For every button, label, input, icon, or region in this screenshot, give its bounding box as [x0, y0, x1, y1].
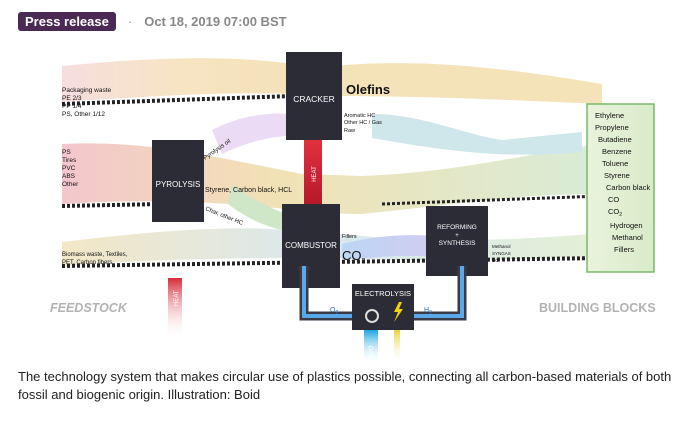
bb-toluene: Toluene: [602, 159, 628, 168]
lightning-icon: [394, 302, 403, 322]
flow-olefins-ribbon: [332, 63, 602, 104]
flow-top-ribbon: [62, 58, 292, 102]
flow-label: Raw: [344, 128, 355, 134]
bb-butadiene: Butadiene: [598, 135, 632, 144]
o2-label: O2: [330, 307, 338, 316]
image-caption: The technology system that makes circula…: [18, 369, 672, 402]
feed-label: PVC: [62, 165, 76, 172]
combustor-box: [282, 204, 340, 288]
h2o-input-bar: [364, 330, 378, 364]
circular-plastics-illustration: Packaging waste PE 2/3 PP 1/4 PS, Other …: [50, 52, 656, 364]
pipe-h2-inner: [412, 266, 464, 318]
combustor-unit: COMBUSTOR: [282, 204, 340, 288]
bb-benzene: Benzene: [602, 147, 632, 156]
electrode-icon: [365, 309, 379, 323]
belt-right: [381, 194, 603, 206]
pyrolysis-unit: PYROLYSIS: [152, 140, 204, 222]
feed-label: ABS: [62, 173, 76, 180]
feed-label: PE 2/3: [62, 95, 82, 102]
electricity-input-bar: [394, 330, 400, 364]
bb-propylene: Propylene: [595, 123, 629, 132]
fillers-flow-label: Fillers: [342, 234, 357, 240]
feedstock-top-labels: Packaging waste PE 2/3 PP 1/4 PS, Other …: [62, 87, 112, 118]
feed-label: Biomass waste, Textiles,: [62, 252, 128, 258]
belt-middle: [61, 202, 163, 208]
feed-label: Other: [62, 181, 79, 188]
electrolysis-label: ELECTROLYSIS: [355, 289, 411, 298]
cracker-unit: CRACKER HEAT: [286, 52, 342, 210]
flow-label: CO: [492, 258, 499, 263]
synthesis-label: SYNTHESIS: [439, 240, 477, 247]
feed-label: PP 1/4: [62, 103, 82, 110]
feedstock-bottom-labels: Biomass waste, Textiles, PET, Carbon fib…: [62, 252, 128, 266]
feed-label: PET, Carbon fibers: [62, 260, 112, 266]
bb-co2: CO2: [608, 207, 622, 218]
cracker-heat-bar: [304, 140, 322, 210]
heat-input-bar: [168, 278, 182, 340]
h2o-label: H2O: [368, 345, 375, 358]
meta-separator: ·: [127, 13, 133, 29]
flow-label: Other HC / Gas: [344, 120, 382, 126]
olefins-label: Olefins: [346, 82, 390, 97]
article-meta: Press release · Oct 18, 2019 07:00 BST: [18, 10, 287, 32]
feed-label: PS, Other 1/12: [62, 111, 105, 118]
pyrolysis-label: PYROLYSIS: [156, 180, 201, 189]
building-blocks-tray: [586, 103, 655, 273]
bb-co: CO: [608, 195, 619, 204]
bb-styrene: Styrene: [604, 171, 630, 180]
flow-aromatic-ribbon: [372, 114, 582, 155]
combustor-label: COMBUSTOR: [285, 241, 337, 250]
reforming-plus: +: [455, 233, 459, 239]
cracker-output-labels: Aromatic HC Other HC / Gas Raw: [344, 113, 382, 134]
styrene-carbon-label: Styrene, Carbon black, HCL: [205, 187, 292, 194]
feedstock-middle-labels: PS Tires PVC ABS Other: [62, 149, 79, 188]
pyrolysis-box: [152, 140, 204, 222]
publish-date: Oct 18, 2019 07:00 BST: [144, 13, 287, 29]
bb-carbon-black: Carbon black: [606, 183, 650, 192]
bb-hydrogen: Hydrogen: [610, 221, 643, 230]
bb-ethylene: Ethylene: [595, 111, 624, 120]
co2-main-label: CO2: [342, 248, 366, 265]
press-release-badge[interactable]: Press release: [18, 11, 116, 31]
cracker-label: CRACKER: [293, 94, 335, 104]
reforming-box: [426, 206, 488, 276]
building-blocks-section-label: BUILDING BLOCKS: [539, 301, 656, 315]
pipe-o2-inner: [302, 266, 354, 318]
flow-label: SYNGAS: [492, 251, 511, 256]
heat-label: HEAT: [312, 166, 318, 182]
bb-methanol: Methanol: [612, 233, 643, 242]
reforming-output-labels: Methanol SYNGAS CO: [492, 244, 511, 263]
feed-label: Packaging waste: [62, 87, 112, 94]
electrolysis-unit: ELECTROLYSIS: [352, 284, 414, 330]
bb-fillers: Fillers: [614, 245, 634, 254]
feed-label: PS: [62, 149, 71, 156]
feedstock-section-label: FEEDSTOCK: [50, 301, 128, 315]
belt-top: [61, 94, 293, 106]
reforming-unit: REFORMING + SYNTHESIS: [426, 206, 488, 276]
heat-bottom-label: HEAT: [174, 290, 180, 306]
feed-label: Tires: [62, 157, 77, 164]
cracker-box: [286, 52, 342, 140]
building-blocks-list: Ethylene Propylene Butadiene Benzene Tol…: [595, 111, 650, 254]
flow-label: Aromatic HC: [344, 113, 375, 119]
electrolysis-box: [352, 284, 414, 330]
h2-label: H2: [424, 307, 432, 316]
reforming-label: REFORMING: [437, 224, 477, 231]
flow-label: Methanol: [492, 244, 511, 249]
